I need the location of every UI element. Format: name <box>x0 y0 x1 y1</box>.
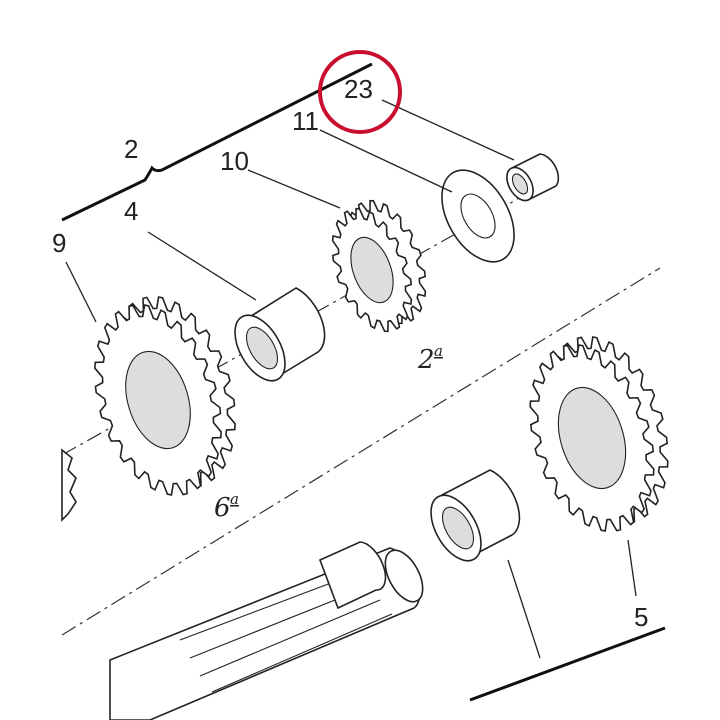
svg-text:2: 2 <box>417 345 435 375</box>
callout-5: 5 <box>634 602 648 632</box>
callout-9: 9 <box>52 228 66 258</box>
splined-shaft <box>109 541 424 720</box>
callout-11: 11 <box>292 106 319 136</box>
leader-lines <box>65 99 637 659</box>
needle-bearing-lower <box>430 469 521 562</box>
highlight-circle <box>318 50 402 134</box>
svg-text:a: a <box>434 342 443 360</box>
thrust-washer-11 <box>441 169 515 263</box>
label-second-gear: 2 a <box>417 342 443 375</box>
second-gear-10 <box>331 199 427 333</box>
gear-5 <box>529 336 669 532</box>
lower-frame-line <box>469 626 666 702</box>
callout-10: 10 <box>220 146 249 176</box>
callout-2: 2 <box>124 134 138 164</box>
callout-23: 23 <box>344 74 373 104</box>
sixth-gear-9 <box>94 296 236 496</box>
svg-text:6: 6 <box>214 493 231 523</box>
label-sixth-gear: 6 a <box>214 490 239 523</box>
needle-bushing-23 <box>506 153 560 202</box>
assembly-bracket-line <box>61 62 373 222</box>
callout-4: 4 <box>124 196 138 226</box>
lower-shaft-axis <box>61 267 661 636</box>
partial-gear-left <box>61 448 77 522</box>
svg-text:a: a <box>230 490 239 508</box>
needle-bearing-4 <box>234 287 326 382</box>
